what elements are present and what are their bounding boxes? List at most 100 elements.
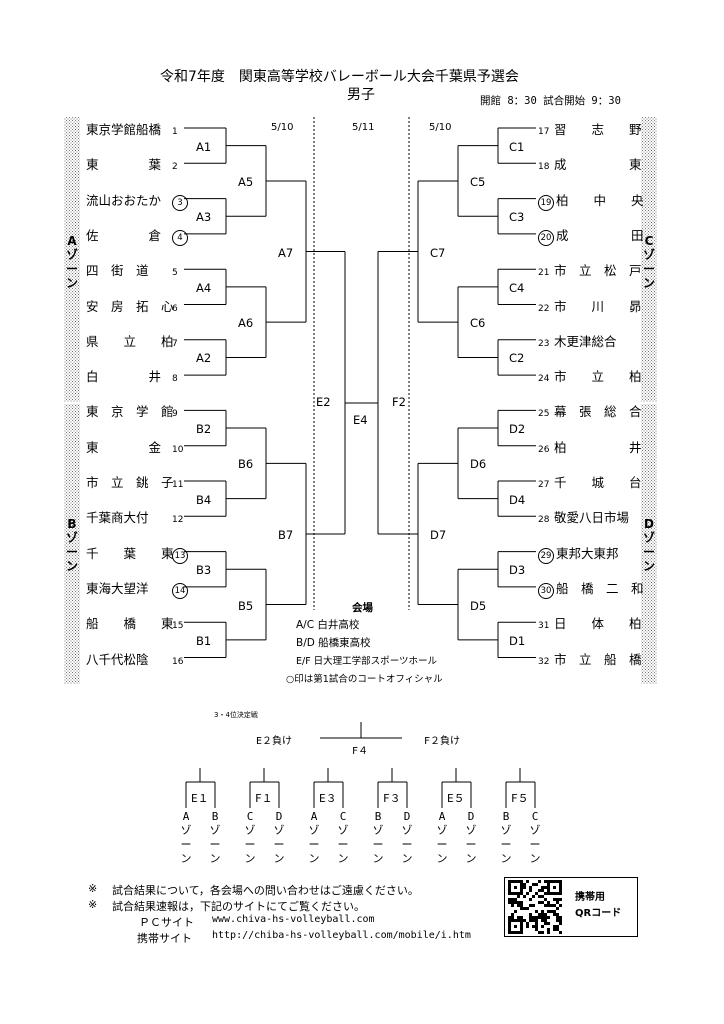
qr-module [544,916,547,919]
match-code: B2 [196,422,212,437]
team-seed: 21 [538,268,550,279]
qr-module [511,916,514,919]
mini-match-zone: Aゾーン [436,810,448,865]
qr-module [508,928,511,931]
qr-module [535,910,538,913]
zone-a-label: Aゾーン [66,234,79,290]
team-seed: 8 [172,374,178,385]
qr-module [520,892,523,895]
team-name: 流山おおたか [86,192,162,208]
match-code: C3 [509,210,525,225]
mini-match-zone: Dゾーン [465,810,477,865]
qr-module [544,892,547,895]
team-seed: 13 [172,547,188,564]
zone-d-label: Dゾーン [643,517,656,573]
qr-module [511,904,514,907]
qr-module [535,922,538,925]
venue-line-ef: E/F 日大理工学部スポーツホール [296,656,437,667]
qr-module [547,922,550,925]
mini-match-zone: Dゾーン [273,810,285,865]
team-name: 成 東 [554,157,642,173]
qr-module [517,895,520,898]
team-seed: 15 [172,621,184,632]
match-code: A6 [238,316,254,331]
qr-module [538,901,541,904]
page-title: 令和7年度 関東高等学校バレーボール大会千葉県予選会 [160,69,519,85]
team-name: 習 志 野 [554,122,642,137]
third-place-right: F２負け [424,736,461,747]
qr-module [517,880,520,883]
qr-module [541,889,544,892]
mini-match-label: F１ [255,792,273,805]
pc-site-url[interactable]: www.chiva-hs-volleyball.com [212,914,375,925]
venue-line-bd: B/D 船橋東高校 [296,637,371,649]
team-name: 幕 張 総 合 [554,404,642,420]
qr-module [553,928,556,931]
zone-c-label: Cゾーン [643,234,656,290]
note-mark-1: ※ [88,882,98,895]
match-code: C7 [430,245,446,260]
zone-b-label: Bゾーン [66,517,79,573]
qr-box: 携帯用 QRコード [504,877,638,937]
team-name: 佐 倉 [86,227,162,243]
note-line-1: 試合結果について，各会場への問い合わせはご遠慮ください。 [112,884,419,897]
qr-module [526,907,529,910]
qr-module [508,886,511,889]
qr-module [559,880,562,883]
qr-module [541,913,544,916]
match-code: D4 [509,492,526,507]
qr-module [535,928,538,931]
team-seed: 4 [172,229,188,246]
qr-module [544,919,547,922]
qr-module [556,907,559,910]
team-name: 市 立 松 戸 [554,263,642,279]
match-code: C2 [509,351,525,366]
team-seed: 18 [538,162,550,173]
qr-module [520,907,523,910]
qr-module [538,931,541,934]
qr-module [520,904,523,907]
qr-module [526,925,529,928]
team-name: 千 城 台 [554,475,642,490]
qr-module [508,919,511,922]
team-seed: 6 [172,303,178,314]
qr-module [535,925,538,928]
qr-module [520,889,523,892]
qr-module [523,886,526,889]
qr-module [508,889,511,892]
team-row: 千 葉 東13 [86,543,188,564]
qr-module [529,916,532,919]
qr-module [508,883,511,886]
team-seed: 12 [172,515,184,526]
mini-match-zone: Cゾーン [337,810,349,865]
mini-match-zone: Cゾーン [244,810,256,865]
qr-module [556,925,559,928]
qr-module [538,880,541,883]
match-code: C1 [509,139,525,154]
qr-module [559,931,562,934]
qr-module [514,898,517,901]
qr-module [511,892,514,895]
mini-match-zone: Aゾーン [180,810,192,865]
match-code: C5 [470,174,486,189]
page-subtitle: 男子 [347,87,375,103]
team-row: 市 立 銚 子11 [86,472,183,491]
mobile-site-url[interactable]: http://chiba-hs-volleyball.com/mobile/i.… [212,930,471,941]
qr-module [508,922,511,925]
match-code: A5 [238,174,254,189]
qr-module [556,880,559,883]
qr-module [520,880,523,883]
qr-module [532,904,535,907]
mini-match-label: E３ [319,792,337,805]
mobile-site-label: 携帯サイト [137,932,192,945]
qr-module [535,883,538,886]
qr-module [535,916,538,919]
team-name: 船 橋 東 [86,616,174,632]
qr-module [529,898,532,901]
match-code: A2 [196,351,212,366]
